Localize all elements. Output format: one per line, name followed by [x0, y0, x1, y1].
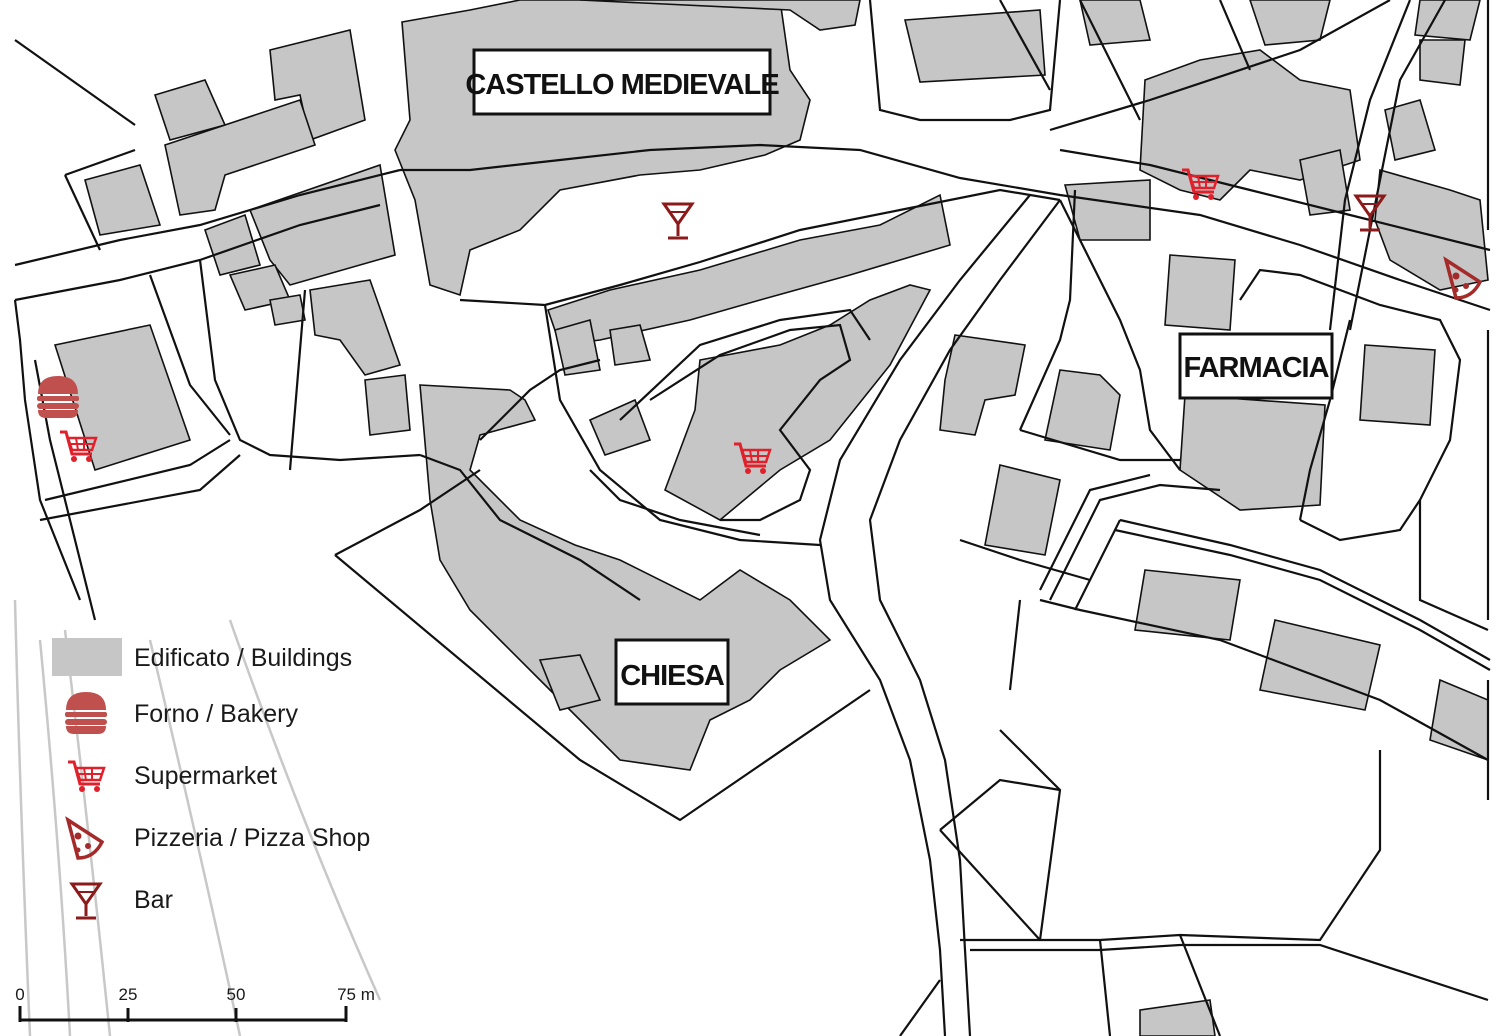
legend-contours — [13, 599, 382, 1036]
building — [664, 284, 932, 521]
building — [546, 193, 951, 346]
building — [1414, 0, 1481, 41]
buildings-layer — [53, 0, 1489, 1036]
building — [309, 279, 402, 376]
label-farmacia[interactable]: FARMACIA — [1178, 332, 1334, 400]
building — [84, 164, 162, 236]
bakery-icon — [65, 692, 107, 734]
building-swatch — [52, 638, 122, 676]
building — [1063, 179, 1151, 241]
building — [1164, 254, 1236, 331]
building — [203, 213, 262, 276]
building — [1249, 0, 1331, 46]
building — [164, 98, 317, 216]
building — [269, 294, 306, 326]
legend-label-bakery: Forno / Bakery — [134, 700, 298, 728]
pizza-icon — [66, 818, 104, 860]
scale-tick-0: 0 — [15, 985, 24, 1004]
legend-label-supermarket: Supermarket — [134, 762, 277, 790]
building — [1419, 39, 1466, 86]
building — [1139, 999, 1216, 1036]
building — [1429, 678, 1489, 762]
scale-tick-50: 50 — [227, 985, 246, 1004]
building — [939, 334, 1026, 436]
scale-tick-75m: 75 m — [337, 985, 375, 1004]
bakery-icon[interactable] — [37, 376, 79, 418]
building — [579, 0, 861, 31]
streets-layer — [13, 0, 1491, 1036]
building — [1259, 619, 1381, 711]
supermarket-icon — [66, 760, 106, 794]
label-chiesa-text: CHIESA — [620, 660, 725, 692]
building — [1134, 569, 1241, 641]
label-farmacia-text: FARMACIA — [1183, 352, 1329, 384]
castle-building — [394, 0, 811, 297]
building — [904, 9, 1046, 83]
building — [1179, 394, 1326, 511]
building — [538, 654, 602, 711]
label-castello[interactable]: CASTELLO MEDIEVALE — [465, 48, 780, 116]
building — [1299, 149, 1351, 216]
building — [1359, 344, 1436, 426]
building — [554, 318, 601, 376]
building — [609, 324, 652, 366]
building — [588, 398, 652, 456]
building — [1374, 168, 1489, 291]
building — [1384, 99, 1437, 161]
building — [1044, 369, 1121, 451]
scale-bar: 0 25 50 75 m — [15, 985, 375, 1022]
legend-label-bar: Bar — [134, 886, 173, 914]
label-chiesa[interactable]: CHIESA — [614, 638, 730, 706]
supermarket-building — [53, 324, 192, 472]
scale-tick-25: 25 — [119, 985, 138, 1004]
legend-label-pizza: Pizzeria / Pizza Shop — [134, 824, 370, 852]
building — [984, 464, 1061, 556]
building — [248, 163, 396, 286]
building — [364, 374, 411, 436]
legend-label-buildings: Edificato / Buildings — [134, 644, 352, 672]
bar-icon[interactable] — [662, 202, 694, 240]
label-castello-text: CASTELLO MEDIEVALE — [465, 69, 779, 101]
legend: Edificato / Buildings Forno / Bakery Sup… — [52, 638, 370, 920]
